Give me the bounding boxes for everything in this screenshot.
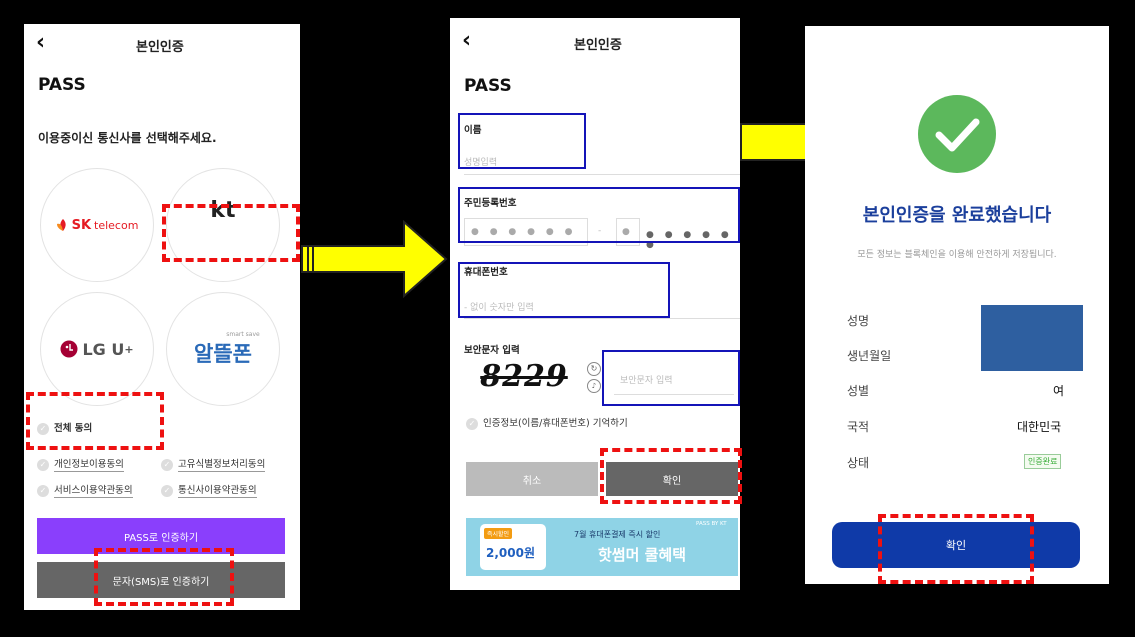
back-button[interactable]: ‹ <box>462 30 471 52</box>
remember-checkbox[interactable]: ✓ 인증정보(이름/휴대폰번호) 기억하기 <box>466 415 628 430</box>
highlight-name-field <box>458 113 586 169</box>
agreement-label: 통신사이용약관동의 <box>178 485 257 498</box>
kt-logo: kt <box>210 197 236 223</box>
carrier-skt-button[interactable]: SK telecom <box>40 168 154 282</box>
divider <box>614 394 734 395</box>
back-button[interactable]: ‹ <box>36 32 45 54</box>
coupon-badge: 즉시할인 <box>484 528 513 539</box>
carrier-mvno-button[interactable]: smart save 알뜰폰 <box>166 292 280 406</box>
agree-all-checkbox[interactable]: ✓ 전체 동의 <box>37 420 92 435</box>
sms-auth-button[interactable]: 문자(SMS)로 인증하기 <box>37 562 285 598</box>
highlight-captcha-field <box>602 350 740 406</box>
promo-banner[interactable]: 즉시할인 2,000원 7월 휴대폰결제 즉시 할인 핫썸머 쿨혜택 PASS … <box>466 518 738 576</box>
captcha-label: 보안문자 입력 <box>464 345 520 356</box>
highlight-rrn-field <box>458 187 740 243</box>
coupon-amount: 2,000원 <box>486 546 535 560</box>
rrn-label: 주민등록번호 <box>464 198 517 209</box>
lgu-logo-text: LG U <box>82 339 125 359</box>
lgu-plus-text: + <box>124 342 134 356</box>
gender-value: 여 <box>1053 384 1065 398</box>
check-icon: ✓ <box>37 484 49 497</box>
nationality-value: 대한민국 <box>1017 420 1062 434</box>
banner-main-text: 핫썸머 쿨혜택 <box>598 546 687 564</box>
rrn-gender-input[interactable]: ● <box>616 218 640 246</box>
agree-carrier-terms-checkbox[interactable]: ✓ 통신사이용약관동의 <box>161 482 257 498</box>
skt-logo-text: SK <box>71 217 92 233</box>
check-icon: ✓ <box>466 417 478 430</box>
chevron-left-icon: ‹ <box>36 30 46 55</box>
highlight-kt <box>162 204 300 262</box>
highlight-confirm-button <box>600 448 742 504</box>
remember-label: 인증정보(이름/휴대폰번호) 기억하기 <box>483 418 628 429</box>
skt-butterfly-icon <box>56 219 66 231</box>
confirm-button[interactable]: 확인 <box>606 462 738 496</box>
coupon-card: 즉시할인 2,000원 <box>480 524 546 570</box>
highlight-phone-field <box>458 262 670 318</box>
page-title: 본인인증 <box>136 40 184 55</box>
instruction-text: 이용중이신 통신사를 선택해주세요. <box>38 131 217 145</box>
banner-top-text: 7월 휴대폰결제 즉시 할인 <box>574 530 661 539</box>
auth-complete-screen: 본인인증을 완료했습니다 모든 정보는 블록체인을 이용해 안전하게 저장됩니다… <box>805 26 1109 584</box>
check-icon: ✓ <box>161 484 173 497</box>
highlight-sms-button <box>94 548 234 606</box>
agreement-label: 서비스이용약관동의 <box>54 485 133 498</box>
confirm-button[interactable]: 확인 <box>832 522 1080 568</box>
divider <box>464 174 740 175</box>
phone-label: 휴대폰번호 <box>464 267 508 278</box>
captcha-text: 8229 <box>480 358 568 394</box>
carrier-select-screen: ‹ 본인인증 PASS 이용중이신 통신사를 선택해주세요. SK teleco… <box>24 24 300 610</box>
name-input[interactable]: 성명입력 <box>464 158 498 168</box>
check-icon: ✓ <box>161 458 173 471</box>
divider <box>464 318 740 319</box>
skt-logo-subtext: telecom <box>94 218 139 232</box>
page-title: 본인인증 <box>574 38 622 53</box>
rrn-dash: - <box>598 226 602 236</box>
pass-logo: PASS <box>38 75 86 95</box>
check-icon: ✓ <box>37 458 49 471</box>
success-headline: 본인인증을 완료했습니다 <box>862 205 1052 226</box>
rrn-back-mask: ● ● ● ● ● ● <box>646 230 733 250</box>
lg-logo-icon <box>60 340 78 358</box>
rrn-front-mask: ● ● ● ● ● ● <box>471 227 577 237</box>
refresh-icon[interactable]: ↻ <box>587 362 601 376</box>
agreement-label: 개인정보이용동의 <box>54 459 124 472</box>
chevron-left-icon: ‹ <box>462 28 472 53</box>
phone-input[interactable]: - 없이 숫자만 입력 <box>464 303 534 313</box>
row-label-status: 상태 <box>847 456 870 470</box>
highlight-final-confirm <box>878 514 1034 584</box>
check-icon: ✓ <box>37 422 49 435</box>
audio-icon[interactable]: ♪ <box>587 379 601 393</box>
captcha-image: 8229 <box>466 358 582 394</box>
redacted-block <box>981 305 1083 371</box>
row-label-gender: 성별 <box>847 384 870 398</box>
cancel-button[interactable]: 취소 <box>466 462 598 496</box>
rrn-front-input[interactable]: ● ● ● ● ● ● <box>464 218 588 246</box>
success-subtext: 모든 정보는 블록체인을 이용해 안전하게 저장됩니다. <box>857 250 1057 260</box>
agreement-label: 고유식별정보처리동의 <box>178 459 266 472</box>
row-label-nationality: 국적 <box>847 420 870 434</box>
status-badge: 인증완료 <box>1024 454 1062 469</box>
highlight-agree-all <box>26 392 164 450</box>
captcha-input[interactable]: 보안문자 입력 <box>620 376 673 386</box>
agree-unique-id-checkbox[interactable]: ✓ 고유식별정보처리동의 <box>161 456 266 472</box>
name-label: 이름 <box>464 125 482 136</box>
carrier-kt-button[interactable]: kt <box>166 168 280 282</box>
agree-service-terms-checkbox[interactable]: ✓ 서비스이용약관동의 <box>37 482 133 498</box>
flow-arrow-right-icon <box>301 220 448 298</box>
carrier-lgu-button[interactable]: LG U + <box>40 292 154 406</box>
mvno-logo-text: 알뜰폰 <box>194 341 252 366</box>
agree-all-label: 전체 동의 <box>54 423 93 434</box>
row-label-name: 성명 <box>847 314 870 328</box>
mvno-small-text: smart save <box>226 330 260 338</box>
pass-logo: PASS <box>464 76 512 96</box>
success-check-icon <box>918 95 996 173</box>
row-label-birthdate: 생년월일 <box>847 349 892 363</box>
banner-brand: PASS BY KT <box>696 521 727 527</box>
agree-privacy-checkbox[interactable]: ✓ 개인정보이용동의 <box>37 456 124 472</box>
